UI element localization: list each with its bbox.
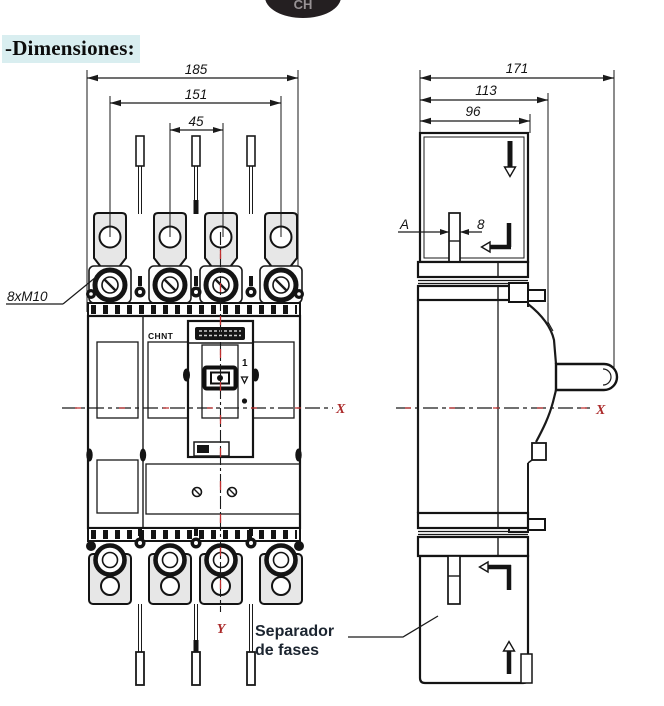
on-indicator: 1 [242, 358, 248, 369]
dim-151-label: 151 [185, 87, 208, 102]
separator-callout: Separador de fases [255, 615, 439, 659]
dim-96: 96 [420, 104, 531, 133]
axis-x-label-side: X [595, 403, 606, 418]
side-view-drawing: 171 113 96 [396, 61, 619, 685]
thread-callout: 8xM10 [6, 276, 97, 305]
phase-separator-strips-bottom [135, 604, 256, 686]
terminal-lugs-top [93, 210, 298, 268]
dim-8-label: 8 [477, 217, 485, 232]
mechanism-screw-right [252, 368, 259, 382]
dim-45: 45 [169, 114, 224, 210]
mechanism-screw-left [183, 368, 190, 382]
dim-96-label: 96 [465, 104, 481, 119]
dim-171-label: 171 [506, 61, 529, 76]
page-title: -Dimensiones: [2, 35, 140, 63]
dim-113: 113 [420, 83, 549, 325]
dim-A-8: A 8 [398, 212, 485, 263]
side-clip [531, 442, 547, 461]
lower-panels [96, 459, 301, 515]
phase-separator-strips-top [135, 135, 256, 214]
thread-label: 8xM10 [7, 289, 48, 304]
separator-callout-line1: Separador [255, 623, 334, 640]
cover-notch [520, 653, 533, 684]
wire-corner-arrow-bottom-icon [478, 560, 512, 590]
nameplate [195, 327, 245, 340]
terminal-lugs-bottom [86, 527, 304, 605]
separator-callout-line2: de fases [255, 642, 319, 659]
dim-113-label: 113 [475, 83, 497, 98]
terminal-shield-band-top [87, 302, 301, 317]
lower-cover-side [418, 554, 533, 685]
test-dot [241, 398, 248, 404]
logo-text: CH [294, 0, 313, 12]
terminal-screws-top [86, 265, 304, 304]
dim-185-label: 185 [185, 62, 208, 77]
dim-151: 151 [109, 87, 282, 210]
axis-y-label: Y [217, 622, 227, 637]
handle-grip [554, 362, 619, 392]
mounting-bands-top [416, 260, 546, 303]
callout-leader-line [348, 615, 439, 638]
separator-tab-top [448, 212, 461, 263]
dim-171: 171 [419, 61, 615, 368]
breaker-body-side [416, 300, 619, 513]
dim-45-label: 45 [188, 114, 204, 129]
handle-side [527, 303, 619, 443]
wire-direction-up-arrow-icon [502, 640, 516, 674]
top-cover-side [418, 131, 530, 264]
brand-label: CHNT [148, 331, 174, 341]
partial-logo: CH [265, 0, 341, 18]
trip-indicator-icon [240, 376, 249, 385]
front-view-drawing: 185 151 45 [6, 62, 346, 686]
wire-corner-arrow-top-icon [480, 223, 512, 254]
mounting-bands-bottom [416, 511, 546, 558]
dim-A-label: A [399, 217, 409, 232]
axis-x-label-front: X [335, 402, 346, 417]
separator-tab-bottom [447, 555, 461, 605]
